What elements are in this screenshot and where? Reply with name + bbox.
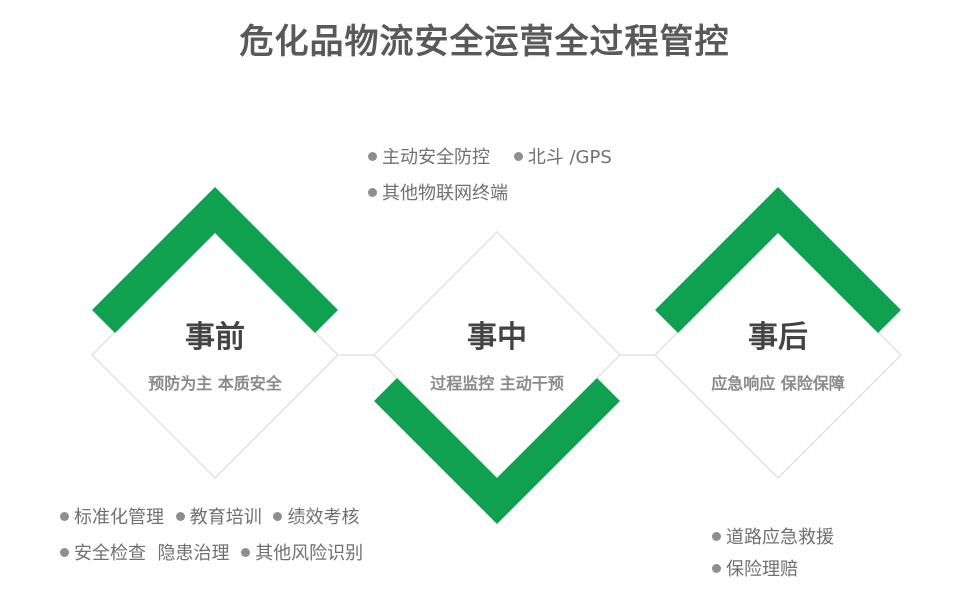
bullet-dot-icon	[175, 512, 185, 521]
after-chevron-up	[655, 187, 901, 333]
stage-title-before: 事前	[185, 320, 245, 355]
after-bullet-list: 道路应急救援 保险理赔	[712, 522, 852, 586]
stage-title-during: 事中	[467, 320, 527, 355]
during-chevron-down	[374, 378, 620, 524]
bullet-dot-icon	[60, 512, 69, 521]
before-bullet-list: 标准化管理 教育培训 绩效考核 安全检查 隐患治理 其他风险识别	[60, 500, 369, 572]
stage-subtitle-before: 预防为主 本质安全	[148, 374, 282, 393]
bullet-dot-icon	[712, 564, 721, 573]
list-item: 绩效考核	[273, 500, 359, 536]
bullet-dot-icon	[513, 152, 523, 161]
stage-title-after: 事后	[748, 320, 808, 355]
list-item: 道路应急救援	[712, 522, 834, 554]
list-item: 主动安全防控	[368, 140, 490, 176]
page-title: 危化品物流安全运营全过程管控	[239, 22, 730, 62]
list-item: 其他风险识别	[241, 536, 363, 572]
bullet-dot-icon	[712, 532, 721, 541]
bullet-dot-icon	[368, 152, 377, 161]
list-item: 其他物联网终端	[368, 176, 508, 212]
bullet-dot-icon	[368, 188, 377, 197]
stage-subtitle-during: 过程监控 主动干预	[430, 374, 564, 393]
bullet-dot-icon	[60, 548, 69, 557]
before-chevron-up	[92, 187, 338, 333]
list-item: 北斗 /GPS	[513, 140, 612, 176]
stage-subtitle-after: 应急响应 保险保障	[711, 374, 845, 393]
list-item: 标准化管理	[60, 500, 164, 536]
list-item: 教育培训	[175, 500, 262, 536]
bullet-dot-icon	[241, 548, 251, 557]
list-item: 安全检查 隐患治理	[60, 536, 229, 572]
bullet-dot-icon	[273, 512, 283, 521]
during-bullet-list: 主动安全防控 北斗 /GPS 其他物联网终端	[368, 140, 630, 212]
list-item: 保险理赔	[712, 554, 798, 586]
